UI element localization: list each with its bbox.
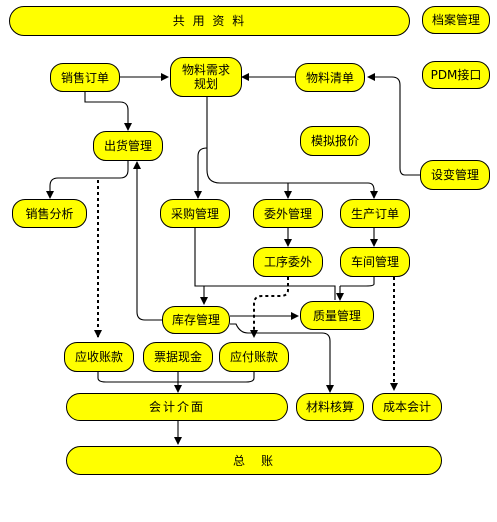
subcontract-management-node[interactable]: 委外管理 (253, 199, 323, 228)
accounts-receivable-node[interactable]: 应收账款 (64, 342, 134, 372)
notes-cash-node[interactable]: 票据现金 (143, 342, 213, 372)
shipping-management-node[interactable]: 出货管理 (93, 131, 163, 161)
material-costing-node[interactable]: 材料核算 (296, 393, 364, 421)
pdm-interface-node[interactable]: PDM接口 (422, 61, 490, 89)
cost-accounting-node[interactable]: 成本会计 (372, 393, 442, 421)
ecn-management-node[interactable]: 设变管理 (420, 160, 490, 190)
edge-inventory-to-material-costing (230, 323, 334, 393)
edge-purchasing-to-inventory (194, 228, 336, 300)
edge-inventory-to-shipping (133, 161, 162, 321)
sales-order-node[interactable]: 销售订单 (50, 63, 120, 92)
accounting-interface-node[interactable]: 会计介面 (66, 393, 288, 421)
edge-workshop-to-quality (340, 276, 375, 287)
general-ledger-node[interactable]: 总 账 (66, 446, 442, 475)
purchasing-management-node[interactable]: 采购管理 (160, 199, 230, 228)
inventory-management-node[interactable]: 库存管理 (162, 306, 230, 334)
mrp-label: 物料需求 规划 (181, 63, 230, 91)
accounts-payable-node[interactable]: 应付账款 (219, 342, 289, 372)
edge-shipping-to-sales-analysis (46, 161, 129, 199)
quality-management-node[interactable]: 质量管理 (300, 301, 374, 330)
quote-simulation-node[interactable]: 模拟报价 (300, 126, 370, 156)
shared-data-node[interactable]: 共 用 资 料 (9, 6, 410, 36)
sales-analysis-node[interactable]: 销售分析 (12, 199, 87, 228)
edge-mrp-branch (206, 96, 375, 198)
mrp-node[interactable]: 物料需求 规划 (170, 57, 242, 97)
archive-management-node[interactable]: 档案管理 (422, 6, 490, 34)
edge-mrp-to-purchasing (194, 147, 208, 199)
workshop-management-node[interactable]: 车间管理 (340, 247, 410, 277)
edge-sales-order-to-shipping (84, 92, 132, 131)
edge-ecn-to-bom (367, 73, 420, 176)
process-subcontract-node[interactable]: 工序委外 (253, 247, 323, 277)
production-order-node[interactable]: 生产订单 (340, 199, 410, 228)
bom-node[interactable]: 物料清单 (295, 63, 365, 92)
edge-receivable-merge (97, 372, 255, 383)
